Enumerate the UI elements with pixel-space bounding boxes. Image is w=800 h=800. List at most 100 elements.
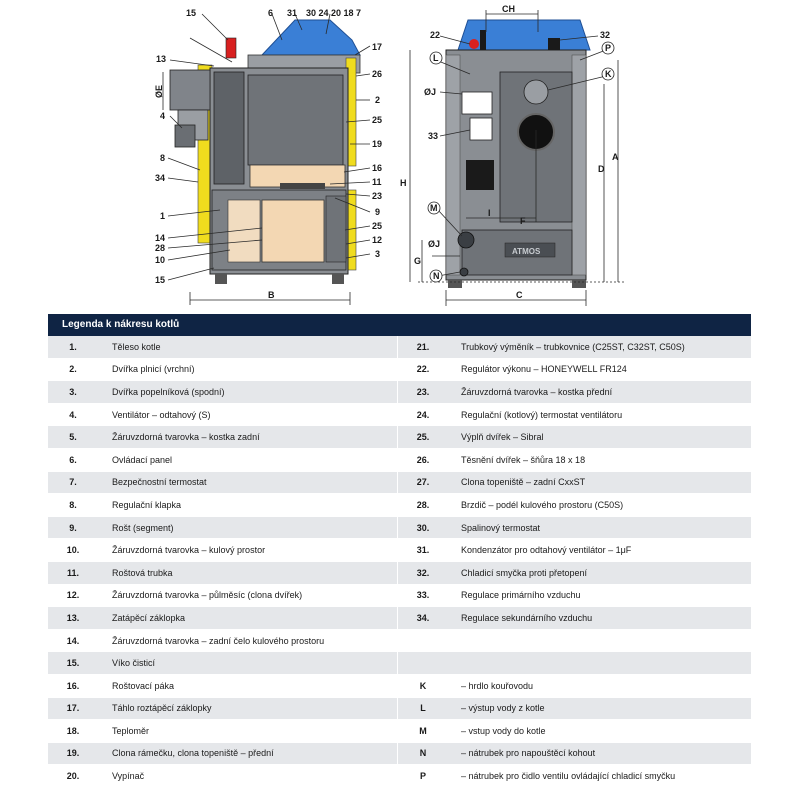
label-4: 4 bbox=[160, 111, 165, 121]
legend-item-text: Regulační klapka bbox=[98, 493, 398, 517]
svg-text:N: N bbox=[433, 271, 440, 281]
label-8: 8 bbox=[160, 153, 165, 163]
legend-item-text: Ventilátor – odtahový (S) bbox=[98, 403, 398, 427]
legend-item-text: Žáruvzdorná tvarovka – kulový prostor bbox=[98, 538, 398, 562]
dimension-b: B bbox=[268, 290, 275, 300]
legend-item-text: Těleso kotle bbox=[98, 336, 398, 359]
label-34: 34 bbox=[155, 173, 165, 183]
legend-item-number: L bbox=[397, 697, 448, 721]
legend-item-text: Brzdič – podél kulového prostoru (C50S) bbox=[448, 493, 751, 517]
legend-title: Legenda k nákresu kotlů bbox=[48, 314, 751, 336]
inlet-n bbox=[459, 267, 469, 277]
legend-item-text: Zatápěcí záklopka bbox=[98, 606, 398, 630]
dimension-f: F bbox=[520, 216, 526, 226]
legend-item-text: Chladicí smyčka proti přetopení bbox=[448, 561, 751, 585]
dimension-h: H bbox=[400, 178, 407, 188]
refractory-block bbox=[261, 199, 325, 263]
legend-item-number: 18. bbox=[48, 719, 98, 743]
tube-exchanger bbox=[213, 71, 245, 185]
label-31: 31 bbox=[287, 8, 297, 18]
legend-item-number: K bbox=[397, 674, 448, 698]
legend-item-text: Regulace primárního vzduchu bbox=[448, 584, 751, 608]
front-view: ATMOS CH 22 bbox=[400, 4, 624, 306]
legend-row: 10.Žáruvzdorná tvarovka – kulový prostor… bbox=[48, 538, 751, 562]
svg-text:L: L bbox=[433, 53, 439, 63]
legend-item-text: Regulační (kotlový) termostat ventilátor… bbox=[448, 403, 751, 427]
legend-item-number: 24. bbox=[397, 403, 448, 427]
legend-item-number: 13. bbox=[48, 606, 98, 630]
legend-item-text: Roštová trubka bbox=[98, 561, 398, 585]
legend-item-number: M bbox=[397, 719, 448, 743]
flue-outlet-ring bbox=[523, 79, 549, 105]
label-30-group: 30 24 20 18 7 bbox=[306, 8, 361, 18]
atmos-badge bbox=[504, 242, 556, 258]
legend-item-number: 30. bbox=[397, 516, 448, 540]
legend-item-number: 17. bbox=[48, 697, 98, 721]
legend-item-number: 34. bbox=[397, 606, 448, 630]
side-section-view: 15 6 31 30 24 20 18 7 17 26 2 25 19 16 1… bbox=[154, 8, 382, 305]
label-m: M bbox=[427, 201, 441, 215]
label-25-top: 25 bbox=[372, 115, 382, 125]
legend-item-number: 31. bbox=[397, 538, 448, 562]
label-33: 33 bbox=[428, 131, 438, 141]
label-diameter-j-top: ØJ bbox=[424, 87, 436, 97]
fan-housing bbox=[169, 69, 211, 111]
legend-item-number: 8. bbox=[48, 493, 98, 517]
legend-item-text: Roštovací páka bbox=[98, 674, 398, 698]
ash-door bbox=[325, 195, 347, 263]
legend-item-text: Dvířka popelníková (spodní) bbox=[98, 380, 398, 404]
legend-item-number: 22. bbox=[397, 358, 448, 382]
legend-item-number: 3. bbox=[48, 380, 98, 404]
legend-item-text: Rošt (segment) bbox=[98, 516, 398, 540]
legend-item-text: Táhlo roztápěcí záklopky bbox=[98, 697, 398, 721]
label-16: 16 bbox=[372, 163, 382, 173]
label-25-bottom: 25 bbox=[372, 221, 382, 231]
fan-motor bbox=[174, 124, 196, 148]
legend-item-text: Regulace sekundárního vzduchu bbox=[448, 606, 751, 630]
control-knob bbox=[225, 37, 237, 59]
fuel-chamber bbox=[247, 74, 344, 166]
legend-item-text: Vypínač bbox=[98, 764, 398, 788]
legend-item-text: – výstup vody z kotle bbox=[448, 697, 751, 721]
label-k: K bbox=[601, 67, 615, 81]
legend-row: 14.Žáruvzdorná tvarovka – zadní čelo kul… bbox=[48, 629, 751, 653]
legend-row: 3.Dvířka popelníková (spodní)23.Žáruvzdo… bbox=[48, 380, 751, 404]
legend-item-number: 16. bbox=[48, 674, 98, 698]
legend-item-number: 19. bbox=[48, 742, 98, 766]
atmos-logo-text: ATMOS bbox=[512, 247, 541, 256]
label-2: 2 bbox=[375, 95, 380, 105]
legend-item-number: P bbox=[397, 764, 448, 788]
legend-item-number: 1. bbox=[48, 336, 98, 359]
boiler-technical-drawing: 15 6 31 30 24 20 18 7 17 26 2 25 19 16 1… bbox=[154, 4, 624, 306]
front-panel-right bbox=[571, 54, 587, 276]
svg-text:P: P bbox=[605, 43, 611, 53]
label-3: 3 bbox=[375, 249, 380, 259]
label-28: 28 bbox=[155, 243, 165, 253]
label-p: P bbox=[601, 41, 615, 55]
label-15-top: 15 bbox=[186, 8, 196, 18]
legend-item-number: 32. bbox=[397, 561, 448, 585]
legend-row: 15.Víko čisticí bbox=[48, 651, 751, 675]
legend-item-number: N bbox=[397, 742, 448, 766]
legend-item-text: Bezpečnostní termostat bbox=[98, 471, 398, 495]
dimension-ch: CH bbox=[502, 4, 515, 14]
legend-item-text: – nátrubek pro napouštěcí kohout bbox=[448, 742, 751, 766]
dimension-c: C bbox=[516, 290, 523, 300]
label-32: 32 bbox=[600, 30, 610, 40]
grate-bar bbox=[280, 183, 325, 189]
label-12: 12 bbox=[372, 235, 382, 245]
legend-item-number: 14. bbox=[48, 629, 98, 653]
label-6: 6 bbox=[268, 8, 273, 18]
legend-item-text: Víko čisticí bbox=[98, 651, 398, 675]
legend-item-text: Spalinový termostat bbox=[448, 516, 751, 540]
legend-item-text: Ovládací panel bbox=[98, 448, 398, 472]
label-11: 11 bbox=[372, 177, 382, 187]
legend-item-number: 28. bbox=[397, 493, 448, 517]
